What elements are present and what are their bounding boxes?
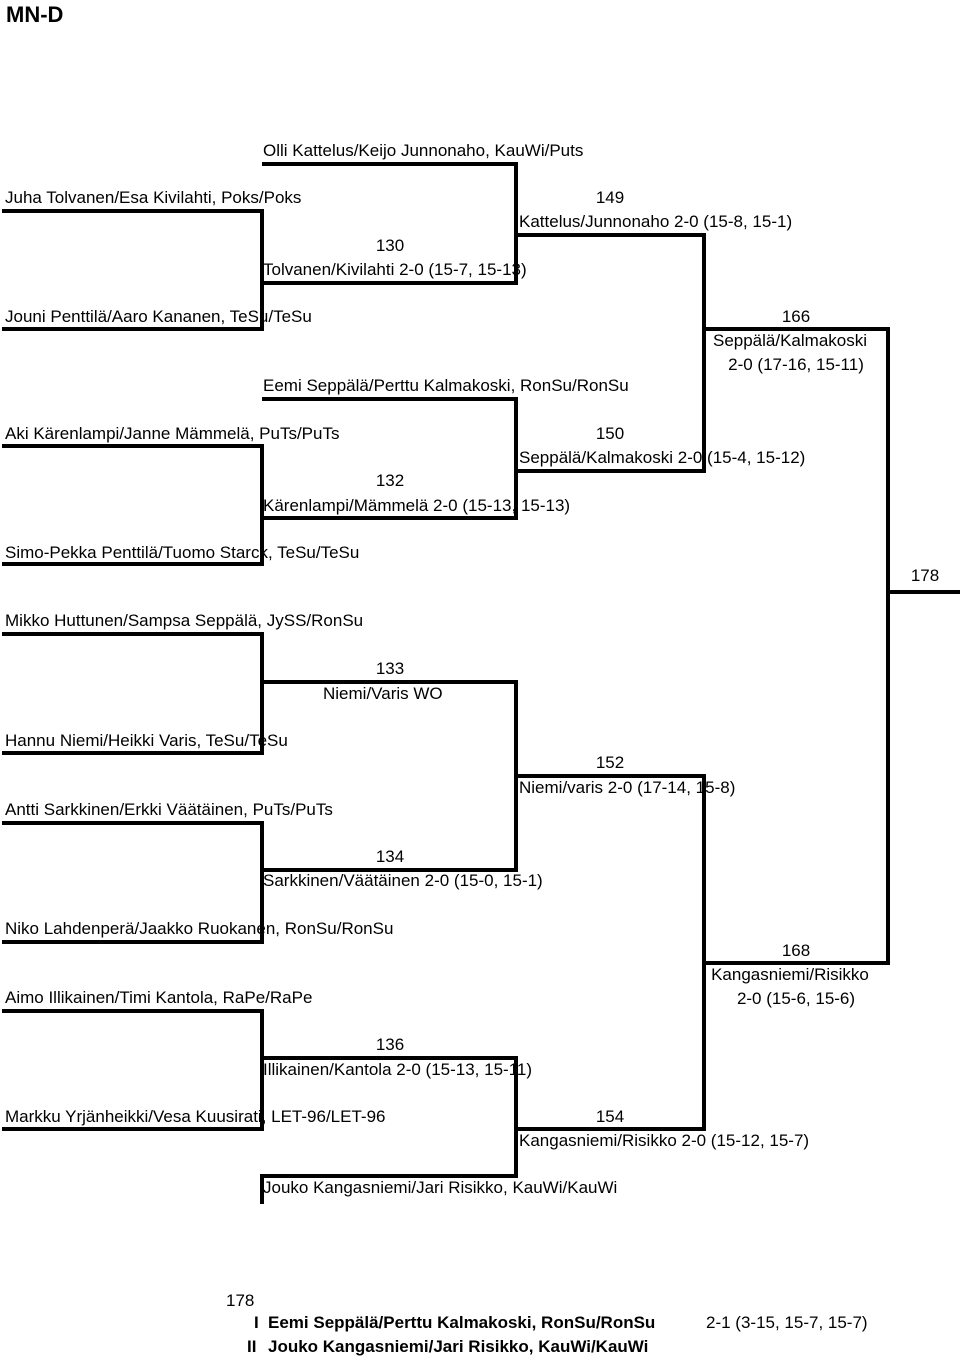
match-number: 133 [375,659,405,678]
bracket-line [260,632,264,753]
bracket-line [2,821,264,825]
player-entry: Hannu Niemi/Heikki Varis, TeSu/TeSu [5,731,288,750]
bracket-line [260,1174,264,1204]
match-number: 130 [375,236,405,255]
bracket-line [886,327,890,965]
match-result: Illikainen/Kantola 2-0 (15-13, 15-11) [263,1060,533,1079]
bracket-line [262,516,518,520]
match-number: 154 [595,1107,625,1126]
bracket-line [516,1127,706,1131]
bracket-line [2,444,264,448]
match-number: 134 [375,847,405,866]
player-entry: Mikko Huttunen/Sampsa Seppälä, JySS/RonS… [5,611,364,630]
page-title: MN-D [6,2,64,27]
match-result: 2-0 (15-6, 15-6) [736,989,856,1008]
player-entry: Juha Tolvanen/Esa Kivilahti, Poks/Poks [5,188,302,207]
bracket-line [260,444,264,565]
bracket-line [516,774,706,778]
final-score: 2-1 (3-15, 15-7, 15-7) [706,1313,868,1332]
bracket-line [260,821,264,942]
bracket-line [2,562,264,566]
player-entry: Simo-Pekka Penttilä/Tuomo Starck, TeSu/T… [5,543,360,562]
bracket-line [262,162,518,166]
final-first-rank: I [254,1313,259,1332]
match-result: 2-0 (17-16, 15-11) [728,355,864,374]
bracket-line [2,209,264,213]
bracket-line [514,397,518,520]
bracket-line [2,940,264,944]
final-match-number: 178 [226,1291,255,1310]
bracket-line [262,1056,518,1060]
match-result: Kangasniemi/Risikko [711,965,869,984]
final-second-rank: II [247,1337,257,1356]
match-number: 150 [595,424,625,443]
match-number: 178 [910,566,940,585]
player-entry: Eemi Seppälä/Perttu Kalmakoski, RonSu/Ro… [263,376,629,395]
bracket-line [262,281,518,285]
player-entry: Markku Yrjänheikki/Vesa Kuusirati, LET-9… [5,1107,386,1126]
bracket-line [704,327,890,331]
match-number: 152 [595,753,625,772]
player-entry: Olli Kattelus/Keijo Junnonaho, KauWi/Put… [263,141,584,160]
player-entry: Niko Lahdenperä/Jaakko Ruokanen, RonSu/R… [5,919,394,938]
bracket-line [516,233,706,237]
bracket-line [2,1127,264,1131]
bracket-line [704,961,890,965]
bracket-line [262,868,518,872]
player-entry: Aki Kärenlampi/Janne Mämmelä, PuTs/PuTs [5,424,340,443]
match-number: 132 [375,471,405,490]
match-result: Kattelus/Junnonaho 2-0 (15-8, 15-1) [519,212,793,231]
bracket-line [260,1009,264,1131]
player-entry: Aimo Illikainen/Timi Kantola, RaPe/RaPe [5,988,313,1007]
bracket-line [2,751,264,755]
final-first-team: Eemi Seppälä/Perttu Kalmakoski, RonSu/Ro… [268,1313,656,1332]
bracket-line [2,327,264,331]
match-number: 149 [595,188,625,207]
final-second-team: Jouko Kangasniemi/Jari Risikko, KauWi/Ka… [268,1337,649,1356]
player-entry: Jouni Penttilä/Aaro Kananen, TeSu/TeSu [5,307,312,326]
bracket-line [2,1009,264,1013]
bracket-line [2,632,264,636]
match-result: Niemi/Varis WO [323,684,443,703]
bracket-line [514,1056,518,1178]
match-number: 166 [781,307,811,326]
bracket-line [516,469,706,473]
match-number: 136 [375,1035,405,1054]
bracket-line [702,233,706,473]
player-entry: Jouko Kangasniemi/Jari Risikko, KauWi/Ka… [263,1178,618,1197]
match-result: Seppälä/Kalmakoski [712,331,868,350]
player-entry: Antti Sarkkinen/Erkki Väätäinen, PuTs/Pu… [5,800,333,819]
match-result: Kangasniemi/Risikko 2-0 (15-12, 15-7) [519,1131,810,1150]
bracket-line [262,1174,518,1178]
match-result: Niemi/varis 2-0 (17-14, 15-8) [519,778,736,797]
bracket-line [260,209,264,331]
match-result: Sarkkinen/Väätäinen 2-0 (15-0, 15-1) [263,871,543,890]
bracket-line [262,680,518,684]
match-result: Seppälä/Kalmakoski 2-0 (15-4, 15-12) [519,448,806,467]
match-result: Tolvanen/Kivilahti 2-0 (15-7, 15-13) [263,260,527,279]
match-result: Kärenlampi/Mämmelä 2-0 (15-13, 15-13) [263,496,571,515]
bracket-line [888,590,960,594]
bracket-line [514,162,518,285]
bracket-line [262,397,518,401]
bracket-line [702,774,706,1131]
match-number: 168 [781,941,811,960]
